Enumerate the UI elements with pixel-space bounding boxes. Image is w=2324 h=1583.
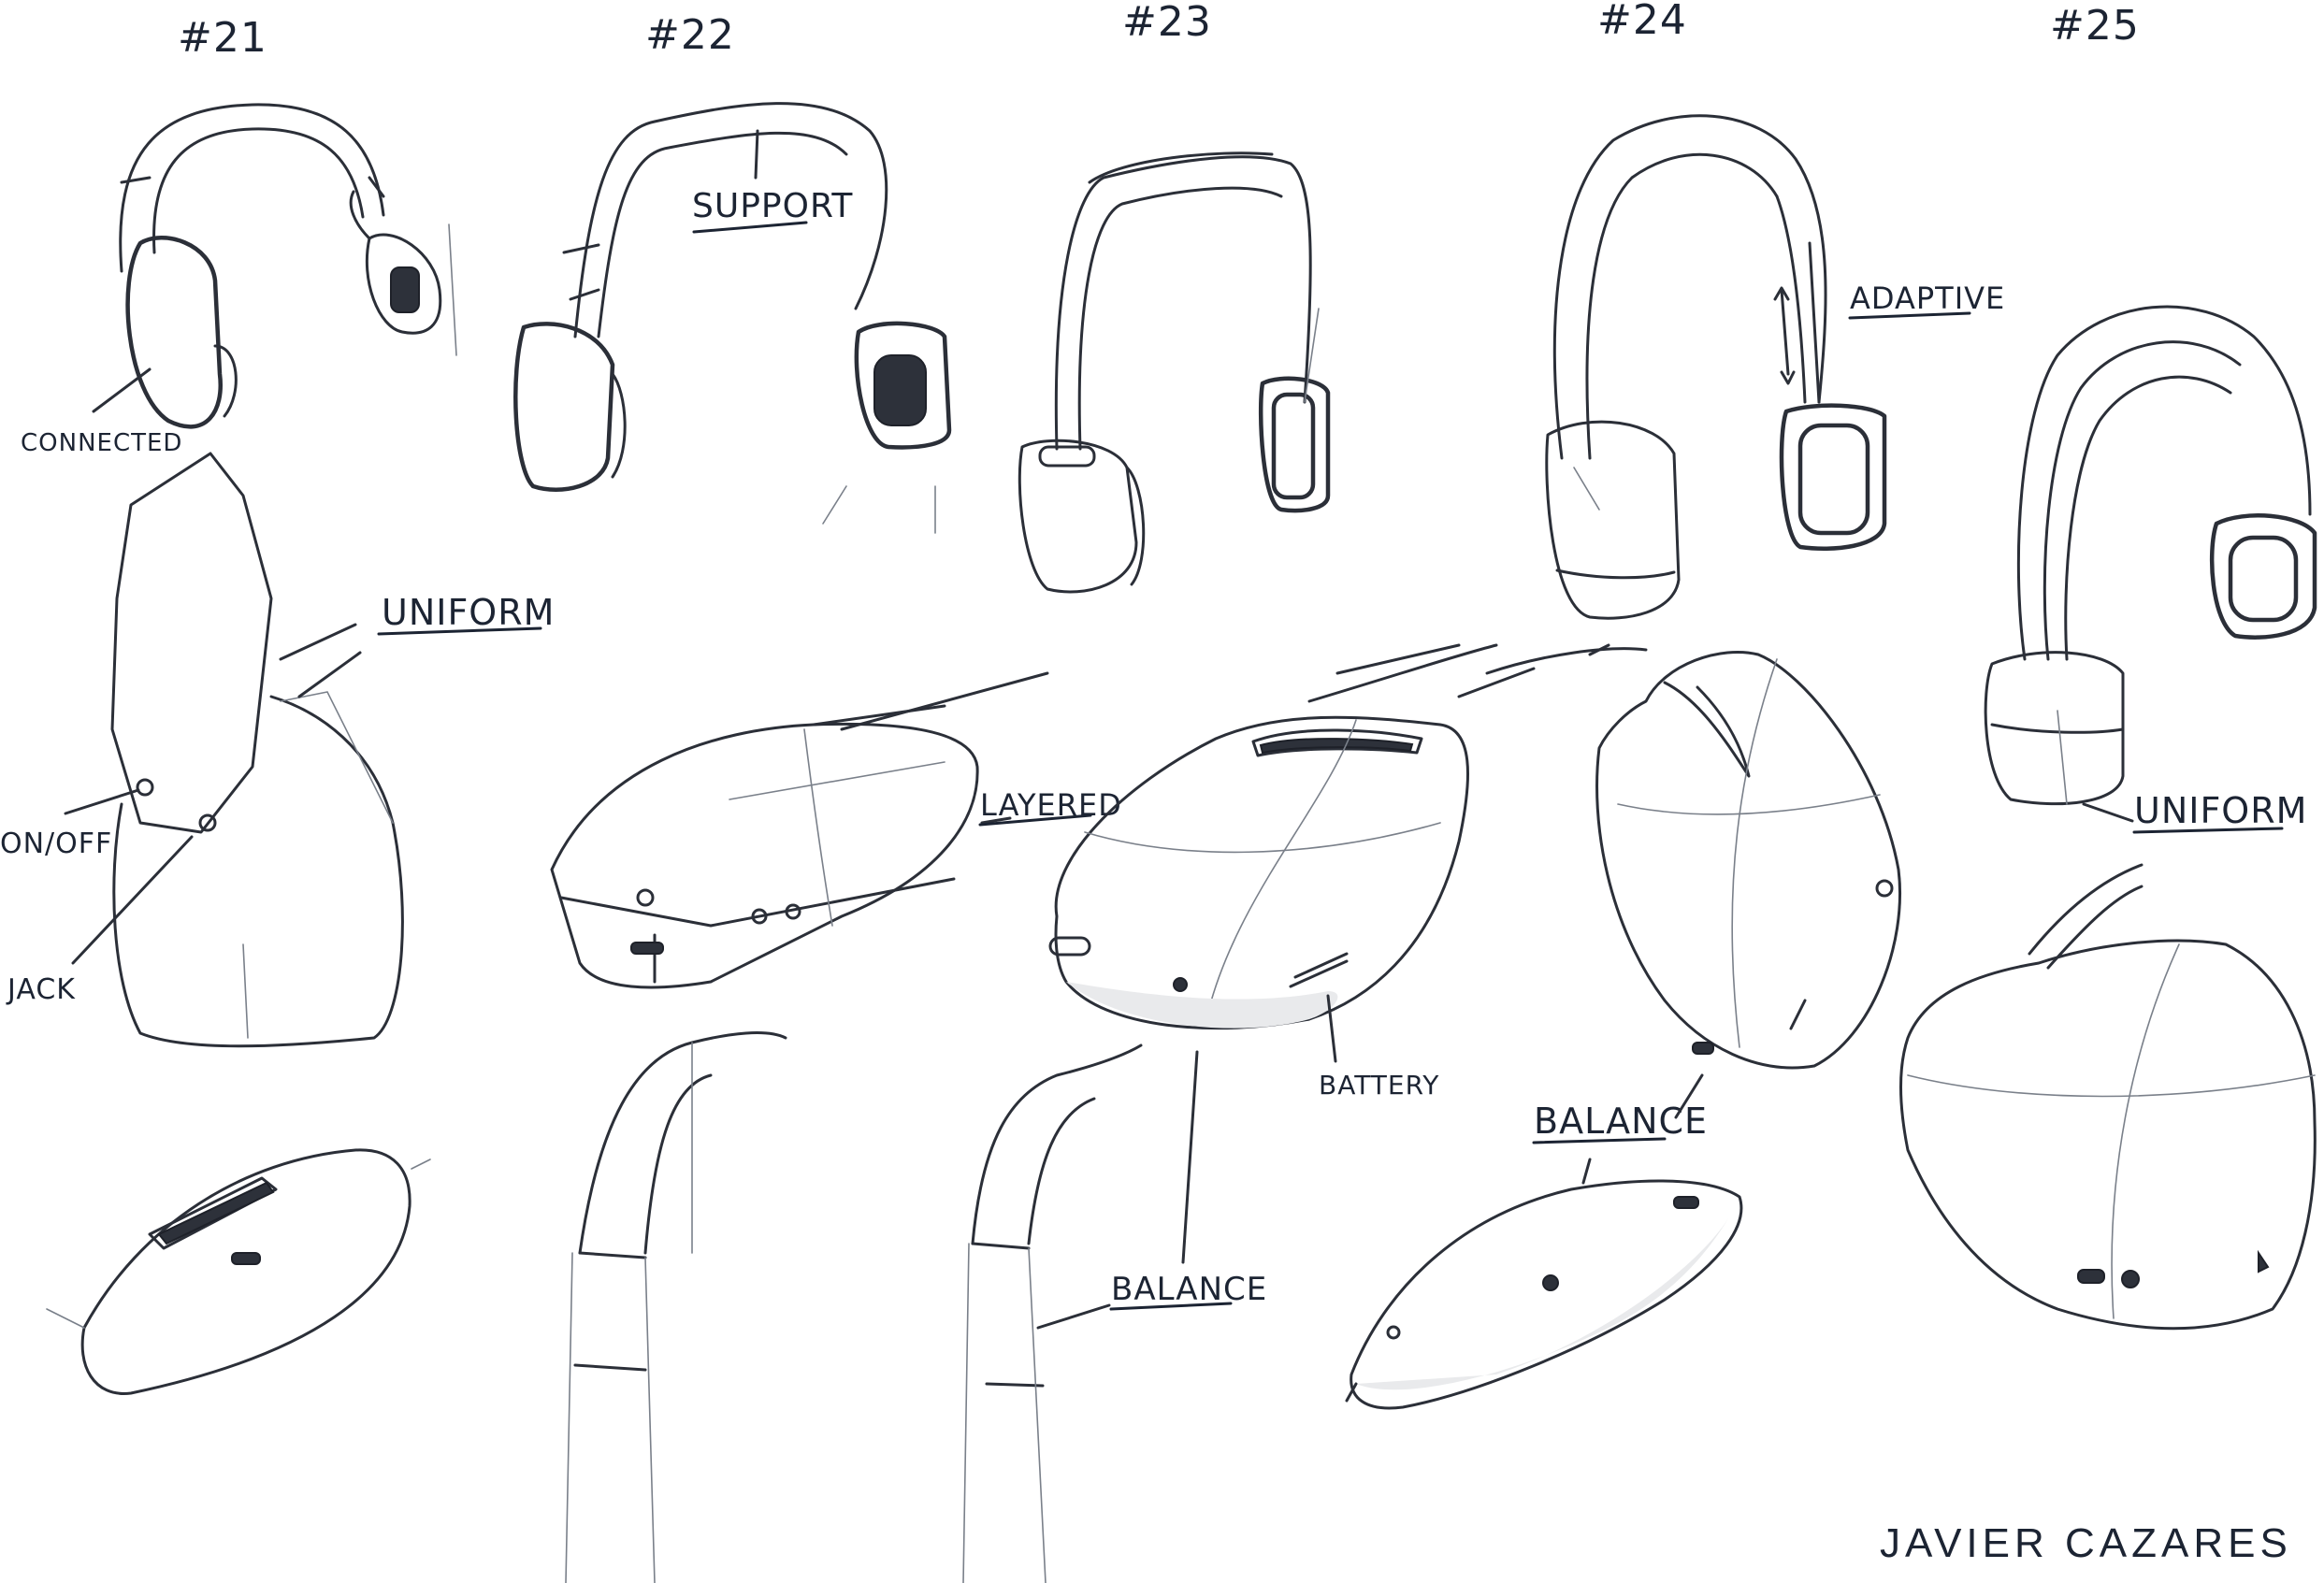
- concept-21-bottom-view-sketch: [46, 1148, 431, 1395]
- label-adaptive: ADAPTIVE: [1850, 281, 2005, 316]
- concept-24-number: #24: [1597, 0, 1687, 44]
- label-uniform-21: UNIFORM: [382, 592, 555, 633]
- concept-24-headphone-sketch: [1545, 114, 1887, 620]
- concept-23-headphone-sketch: [1018, 151, 1331, 594]
- label-balance-24: BALANCE: [1534, 1101, 1708, 1142]
- concept-23-earcup-sketch: [1048, 643, 1498, 1030]
- concept-22-headband-closeup-sketch: [565, 1031, 787, 1583]
- label-connected: CONNECTED: [21, 429, 182, 457]
- label-balance-23: BALANCE: [1111, 1271, 1267, 1308]
- concept-22-earcup-side-sketch: [550, 671, 1049, 989]
- label-layered: LAYERED: [980, 787, 1122, 823]
- label-on-off: ON/OFF: [0, 827, 112, 860]
- concept-25-number: #25: [2050, 2, 2140, 50]
- label-battery: BATTERY: [1319, 1070, 1439, 1101]
- label-support: SUPPORT: [692, 187, 853, 225]
- concept-23-headband-closeup-sketch: [962, 1043, 1199, 1583]
- artist-signature: JAVIER CAZARES: [1880, 1520, 2292, 1566]
- concept-25-headphone-sketch: [1984, 305, 2317, 806]
- concept-22-number: #22: [645, 11, 735, 59]
- concept-24-earcup-sketch: [1457, 643, 1901, 1070]
- concept-21-earcup-sketch: [110, 452, 404, 1048]
- label-jack: JACK: [6, 973, 76, 1006]
- concept-25-earcup-sketch: [1899, 863, 2317, 1331]
- concept-24-bottom-view-sketch: [1345, 1158, 1743, 1410]
- concept-21-number: #21: [178, 14, 267, 62]
- concept-23-number: #23: [1122, 0, 1212, 46]
- concept-21-headphone-sketch: [119, 103, 457, 429]
- label-uniform-25: UNIFORM: [2134, 790, 2307, 831]
- concept-22-headphone-sketch: [513, 102, 952, 534]
